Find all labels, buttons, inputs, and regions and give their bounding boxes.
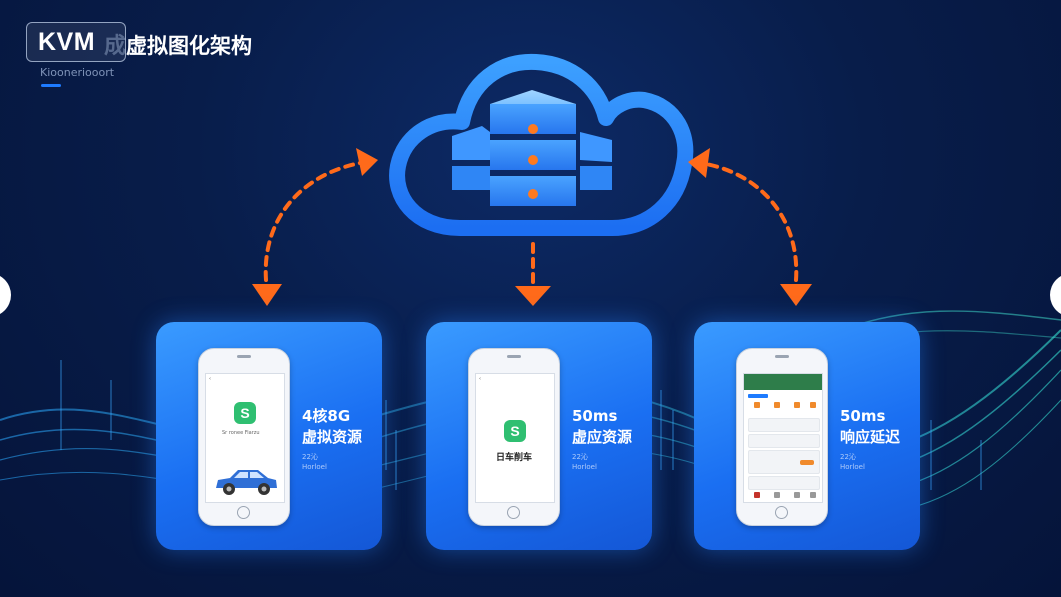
status-bar: ‹ bbox=[479, 376, 481, 382]
kvm-badge-text: KVM bbox=[38, 28, 96, 56]
car-icon bbox=[216, 470, 277, 495]
card-footnote: 22沁 Horloel bbox=[840, 452, 865, 472]
menu-icon bbox=[810, 402, 816, 408]
card-spec: 50ms bbox=[572, 407, 618, 425]
nav-icon bbox=[794, 492, 800, 498]
card-desc: 虚拟资源 bbox=[302, 428, 363, 446]
resource-card-3: 50ms 响应延迟 22沁 Horloel bbox=[694, 322, 920, 550]
phone-screen bbox=[743, 373, 823, 503]
phone-speaker bbox=[507, 355, 521, 358]
nav-icon bbox=[754, 492, 760, 498]
dashed-arrow-left bbox=[263, 161, 362, 282]
card-footnote: 22沁 Horloel bbox=[572, 452, 597, 472]
nav-icon bbox=[810, 492, 816, 498]
card-footnote-2: Horloel bbox=[840, 463, 865, 471]
arrowhead-left-bottom bbox=[252, 284, 282, 306]
card-desc: 虚应资源 bbox=[572, 428, 633, 446]
app-caption: Sr ronee Fiarzu bbox=[222, 430, 260, 436]
prev-slide-handle[interactable] bbox=[0, 273, 11, 317]
card-spec: 50ms bbox=[840, 407, 886, 425]
card-footnote-1: 22沁 bbox=[572, 453, 588, 461]
page-subtitle: Kiooneriooort bbox=[40, 66, 115, 79]
list-item bbox=[748, 418, 820, 432]
page-title: 虚拟图化架构 bbox=[126, 34, 252, 58]
cloud-icon bbox=[389, 53, 694, 236]
phone-screen: ‹ S 日车削车 bbox=[475, 373, 555, 503]
server-stack-icon bbox=[452, 90, 612, 206]
home-button bbox=[507, 506, 520, 519]
phone-speaker bbox=[775, 355, 789, 358]
app-name: 日车削车 bbox=[496, 453, 533, 463]
action-chip bbox=[800, 460, 814, 465]
phone-screen: ‹ S Sr ronee Fiarzu bbox=[205, 373, 285, 503]
kvm-badge bbox=[26, 22, 126, 62]
ghost-character: 成 bbox=[104, 34, 127, 59]
menu-icon bbox=[754, 402, 760, 408]
phone-mockup: ‹ S 日车削车 bbox=[468, 348, 560, 526]
card-label: 4核8G 虚拟资源 bbox=[302, 406, 362, 448]
app-logo-icon: S bbox=[504, 420, 526, 442]
card-label: 50ms 响应延迟 bbox=[840, 406, 900, 448]
arrowhead-right-top bbox=[688, 148, 710, 178]
list-item bbox=[748, 434, 820, 448]
arrowhead-middle bbox=[515, 286, 551, 306]
card-footnote: 22沁 Horloel bbox=[302, 452, 327, 472]
phone-mockup bbox=[736, 348, 828, 526]
app-logo-icon: S bbox=[234, 402, 256, 424]
card-footnote-2: Horloel bbox=[302, 463, 327, 471]
card-spec: 4核8G bbox=[302, 407, 351, 425]
arrowhead-right-bottom bbox=[780, 284, 812, 306]
status-bar: ‹ bbox=[209, 376, 211, 382]
title-accent-bar bbox=[41, 84, 61, 87]
app-header bbox=[744, 374, 822, 390]
resource-card-2: ‹ S 日车削车 50ms 虚应资源 22沁 Horloel bbox=[426, 322, 652, 550]
phone-speaker bbox=[237, 355, 251, 358]
card-desc: 响应延迟 bbox=[840, 428, 901, 446]
card-footnote-2: Horloel bbox=[572, 463, 597, 471]
resource-card-1: ‹ S Sr ronee Fiarzu 4核8G 虚拟资源 22沁 Horloe… bbox=[156, 322, 382, 550]
phone-mockup: ‹ S Sr ronee Fiarzu bbox=[198, 348, 290, 526]
home-button bbox=[775, 506, 788, 519]
next-slide-handle[interactable] bbox=[1050, 273, 1061, 317]
menu-icon bbox=[794, 402, 800, 408]
menu-icon bbox=[774, 402, 780, 408]
card-footnote-1: 22沁 bbox=[840, 453, 856, 461]
dashed-arrow-right bbox=[704, 162, 799, 282]
home-button bbox=[237, 506, 250, 519]
app-tab bbox=[748, 394, 768, 398]
list-item bbox=[748, 476, 820, 490]
arrowhead-left-top bbox=[356, 148, 378, 176]
card-label: 50ms 虚应资源 bbox=[572, 406, 632, 448]
nav-icon bbox=[774, 492, 780, 498]
card-footnote-1: 22沁 bbox=[302, 453, 318, 461]
